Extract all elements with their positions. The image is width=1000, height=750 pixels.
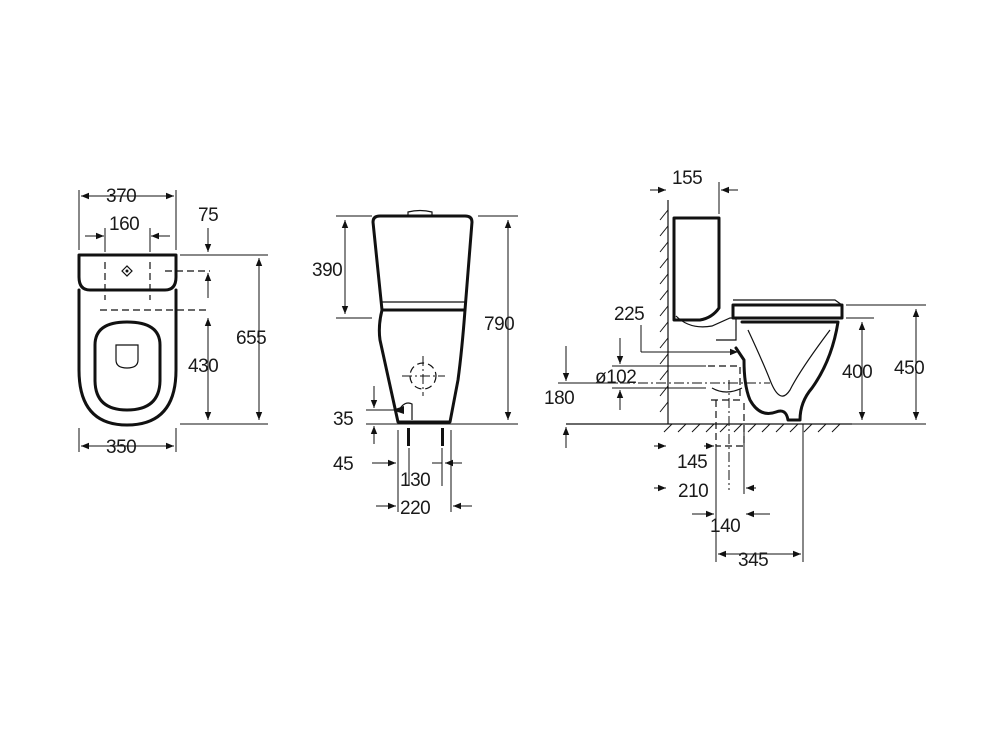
dim-220: 220	[400, 498, 430, 519]
dim-345: 345	[738, 550, 768, 571]
dim-75: 75	[198, 205, 218, 226]
toilet-top-view-icon	[77, 253, 210, 427]
dim-655: 655	[236, 328, 266, 349]
dim-180: 180	[544, 388, 574, 409]
dim-140: 140	[710, 516, 740, 537]
front-view: 390 790 35 45 130 220	[312, 209, 518, 519]
dim-45: 45	[333, 454, 353, 475]
floor-hatch-icon	[566, 423, 852, 433]
dim-145: 145	[677, 452, 707, 473]
dim-210: 210	[678, 481, 708, 502]
dim-35: 35	[333, 409, 353, 430]
wall-hatch-icon	[659, 200, 669, 424]
toilet-front-view-icon	[371, 209, 474, 446]
side-view: 155 225 ø102 180 400 450 145 210	[544, 168, 926, 571]
top-view: 370 160 75 430 655 350	[77, 186, 268, 458]
toilet-side-view-icon	[620, 216, 844, 490]
dim-450: 450	[894, 358, 924, 379]
dim-400: 400	[842, 362, 872, 383]
dim-350: 350	[106, 437, 136, 458]
dim-370: 370	[106, 186, 136, 207]
dim-155: 155	[672, 168, 702, 189]
dim-430: 430	[188, 356, 218, 377]
dim-390: 390	[312, 260, 342, 281]
dim-130: 130	[400, 470, 430, 491]
dim-225: 225	[614, 304, 644, 325]
dim-o102: ø102	[595, 367, 636, 388]
dim-160: 160	[109, 214, 139, 235]
dim-790: 790	[484, 314, 514, 335]
